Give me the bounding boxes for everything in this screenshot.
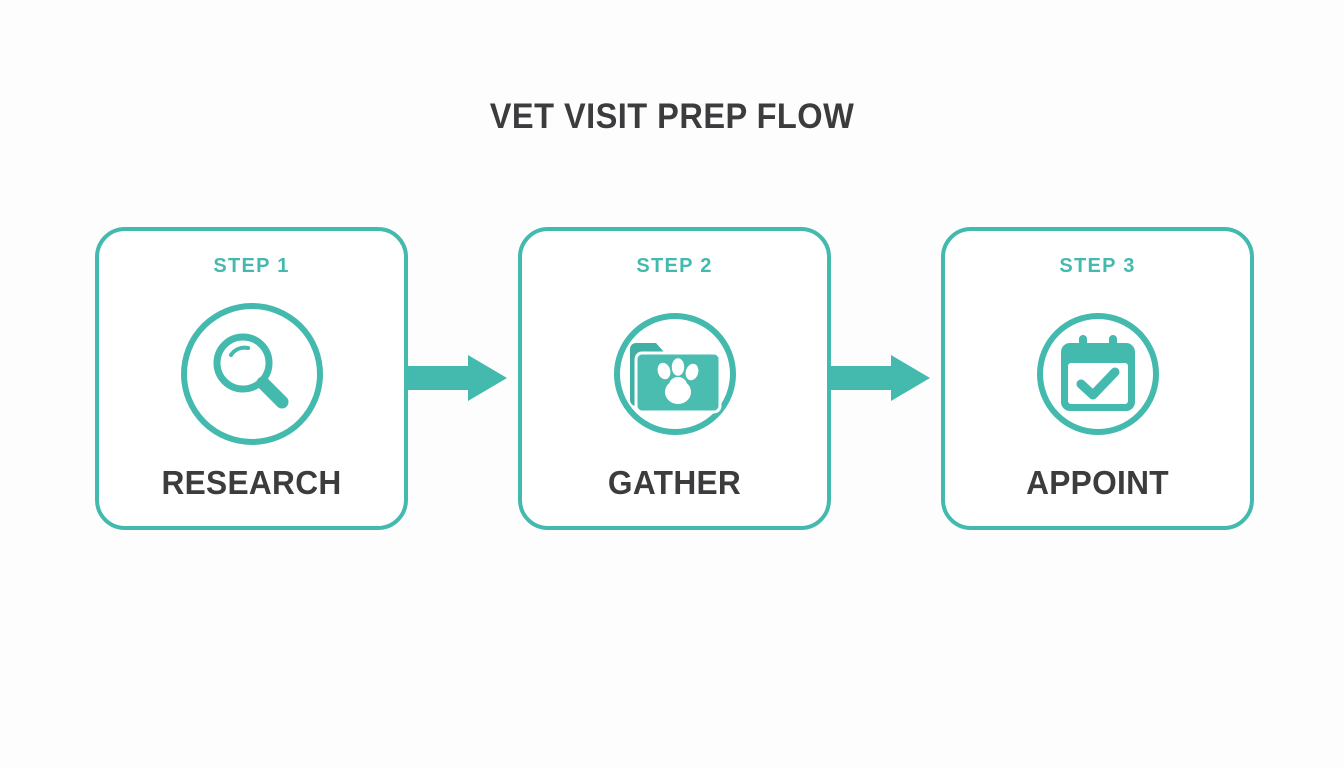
- arrow-right-icon-1: [408, 355, 508, 401]
- step-label-1: STEP 1: [213, 255, 290, 277]
- flow-step-card-1[interactable]: STEP 1 RESEARCH: [95, 227, 408, 530]
- magnifier-icon: [177, 299, 327, 449]
- arrow-right-icon-2: [831, 355, 931, 401]
- page-title: VET VISIT PREP FLOW: [489, 97, 855, 136]
- folder-paw-icon: [600, 299, 750, 449]
- flow-step-card-3[interactable]: STEP 3 APPOINT: [941, 227, 1254, 530]
- flow-step-card-2[interactable]: STEP 2 GATHER: [518, 227, 831, 530]
- calendar-check-icon: [1023, 299, 1173, 449]
- step-label-2: STEP 2: [636, 255, 713, 277]
- step-title-3: APPOINT: [1026, 464, 1169, 501]
- step-title-1: RESEARCH: [161, 464, 342, 501]
- step-label-3: STEP 3: [1059, 255, 1136, 277]
- step-title-2: GATHER: [607, 464, 742, 501]
